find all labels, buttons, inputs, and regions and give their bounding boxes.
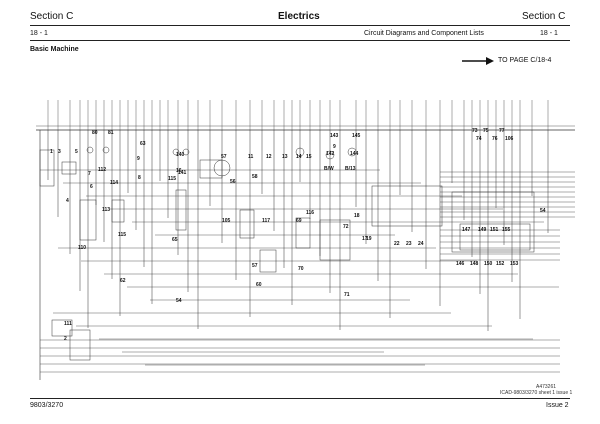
subheader-rule (30, 40, 570, 41)
component-number: 22 (394, 241, 400, 247)
component-number: 4 (66, 198, 69, 204)
component-number: 71 (344, 292, 350, 298)
component-number: 74 (476, 136, 482, 142)
component-number: 117 (262, 218, 270, 224)
chapter-subtitle: Circuit Diagrams and Component Lists (364, 30, 484, 37)
component-number: 148 (470, 261, 479, 267)
document-title: Electrics (278, 11, 320, 22)
component-number: 9 (333, 144, 336, 150)
component-number: 152 (496, 261, 505, 267)
component-number: 12 (266, 154, 272, 160)
component-number: 54 (540, 208, 546, 214)
component-number: 105 (222, 218, 231, 224)
component-number: 14 (296, 154, 302, 160)
component-number: 111 (64, 321, 72, 327)
component-number: 70 (298, 266, 304, 272)
component-number: 13 (282, 154, 288, 160)
component-number: 9 (137, 156, 140, 162)
component-number: 147 (462, 227, 471, 233)
header-rule (30, 25, 570, 26)
component-number: 112 (98, 167, 106, 173)
component-number: 143 (330, 133, 339, 139)
component-number: 7 (88, 171, 91, 177)
component-number: 76 (492, 136, 498, 142)
component-number: 145 (352, 133, 361, 139)
component-number: 81 (108, 130, 114, 136)
component-number: 73 (472, 128, 478, 134)
component-number: 57 (252, 263, 258, 269)
continuation-label: TO PAGE C/18-4 (498, 57, 552, 64)
footer-rule (30, 398, 570, 399)
section-heading: Basic Machine (30, 46, 79, 53)
component-number: 24 (418, 241, 424, 247)
component-number: 142 (326, 151, 335, 157)
component-number: B/13 (345, 166, 356, 172)
component-number: 58 (252, 174, 258, 180)
component-number: 80 (92, 130, 98, 136)
component-number: 16 (176, 168, 182, 174)
component-number: B/W (324, 166, 334, 172)
component-number: 60 (256, 282, 262, 288)
component-number: 115 (118, 232, 126, 238)
component-number: 11 (248, 154, 254, 160)
section-label-left: Section C (30, 11, 74, 22)
component-number: 23 (406, 241, 412, 247)
component-number: 106 (505, 136, 514, 142)
page-number-left: 18 - 1 (30, 30, 48, 37)
component-number: 77 (499, 128, 505, 134)
component-number: 113 (102, 207, 110, 213)
component-number: 63 (140, 141, 146, 147)
page-number-right: 18 - 1 (540, 30, 558, 37)
component-number: 151 (490, 227, 499, 233)
drawing-sheet-reference: ICAD-9803/3270 sheet 1 issue 1 (500, 390, 573, 396)
component-number: 115 (168, 176, 176, 182)
component-number: 1 (50, 149, 53, 155)
component-number: 110 (78, 245, 86, 251)
component-number: 56 (230, 179, 236, 185)
component-number: 140 (176, 152, 185, 158)
wiring (36, 100, 575, 380)
component-number: 6 (90, 184, 93, 190)
component-number: 69 (296, 218, 302, 224)
drawing-reference: A473261 (536, 384, 557, 390)
component-number: 72 (343, 224, 349, 230)
component-number: 144 (350, 151, 359, 157)
component-number: 57 (221, 154, 227, 160)
component-number: 3 (58, 149, 61, 155)
component-number: 153 (510, 261, 519, 267)
component-number: 75 (483, 128, 489, 134)
component-number: 5 (75, 149, 78, 155)
component-number: 114 (110, 180, 118, 186)
component-number: 15 (306, 154, 312, 160)
component-number: 62 (120, 278, 126, 284)
component-number: 116 (306, 210, 314, 216)
component-number: 146 (456, 261, 465, 267)
component-number: 150 (484, 261, 493, 267)
component-number: 17 (362, 236, 368, 242)
component-number: 8 (138, 175, 141, 181)
component-number: 155 (502, 227, 511, 233)
component-number: 149 (478, 227, 487, 233)
component-number: 2 (64, 336, 67, 342)
component-number: 141 (178, 170, 187, 176)
component-number: 54 (176, 298, 182, 304)
component-number: 18 (354, 213, 360, 219)
continuation-arrow (462, 57, 494, 65)
footer-issue: Issue 2 (546, 402, 569, 409)
footer-doc-number: 9803/3270 (30, 402, 64, 409)
section-label-right: Section C (522, 11, 566, 22)
component-number: 19 (366, 236, 372, 242)
component-number: 65 (172, 237, 178, 243)
